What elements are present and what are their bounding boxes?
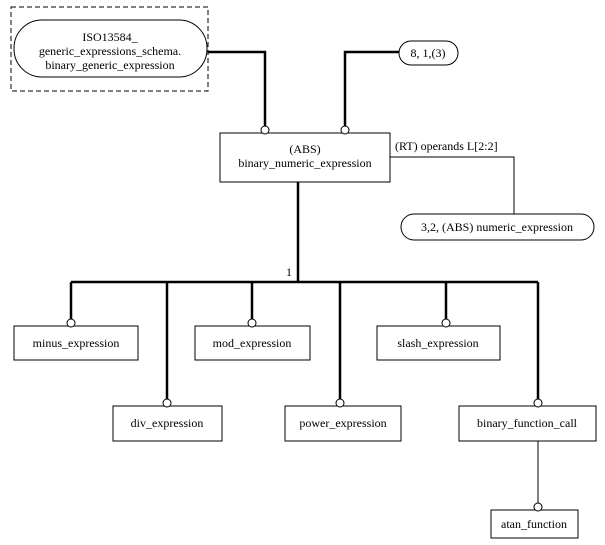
mod-expression-label: mod_expression [213,336,292,350]
operands-relation-label: (RT) operands L[2:2] [395,139,498,153]
slash-end-circle [441,318,451,328]
subtype-power-expression[interactable]: power_expression [284,405,402,442]
supertype-end-circle [260,125,270,135]
binary-function-call-label: binary_function_call [477,416,578,430]
page-ref-label: 8, 1,(3) [411,46,446,60]
operand-reference[interactable]: 3,2, (ABS) numeric_expression [400,213,595,241]
supertype-line2: generic_expressions_schema. [39,44,181,58]
main-entity-box [219,132,391,183]
supertype-reference[interactable]: ISO13584_ generic_expressions_schema. bi… [10,6,209,92]
supertype-line1: ISO13584_ [82,30,138,44]
page-ref-connector [343,50,399,126]
power-end-circle [335,398,345,408]
subtype-binary-function-call[interactable]: binary_function_call [458,405,597,442]
supertype-line3: binary_generic_expression [45,58,174,72]
subtype-mod-expression[interactable]: mod_expression [194,325,311,361]
minus-end-circle [66,318,76,328]
relationship-circles [66,125,543,512]
operand-ref-label: 3,2, (ABS) numeric_expression [421,220,573,234]
power-expression-label: power_expression [299,416,386,430]
supertype-oval [13,19,208,78]
dashed-reference-frame [10,6,209,92]
atan-function-box [490,509,579,539]
power-expression-box [284,405,402,442]
mod-end-circle [247,318,257,328]
atan-end-circle [533,502,543,512]
supertype-connector [208,50,267,126]
subtype-div-expression[interactable]: div_expression [112,405,223,442]
subtype-slash-expression[interactable]: slash_expression [376,325,501,361]
div-expression-box [112,405,223,442]
main-entity-line2: binary_numeric_expression [238,156,371,170]
page-ref-end-circle [340,125,350,135]
slash-expression-label: slash_expression [397,336,478,350]
minus-expression-box [13,325,139,361]
operands-connector [390,156,515,214]
slash-expression-box [376,325,501,361]
one-of-marker: 1 [286,265,292,279]
page-ref-oval [398,40,459,66]
page-reference[interactable]: 8, 1,(3) [398,40,459,66]
operand-ref-oval [400,213,595,241]
binary-function-call-box [458,405,597,442]
main-entity-line1: (ABS) [289,142,320,156]
subtype-atan-function[interactable]: atan_function [490,509,579,539]
subtype-minus-expression[interactable]: minus_expression [13,325,139,361]
connectors [69,50,540,503]
div-end-circle [162,398,172,408]
atan-function-label: atan_function [501,517,567,531]
minus-expression-label: minus_expression [33,336,120,350]
div-expression-label: div_expression [131,416,204,430]
main-entity[interactable]: (ABS) binary_numeric_expression [219,132,391,183]
bfc-end-circle [533,398,543,408]
